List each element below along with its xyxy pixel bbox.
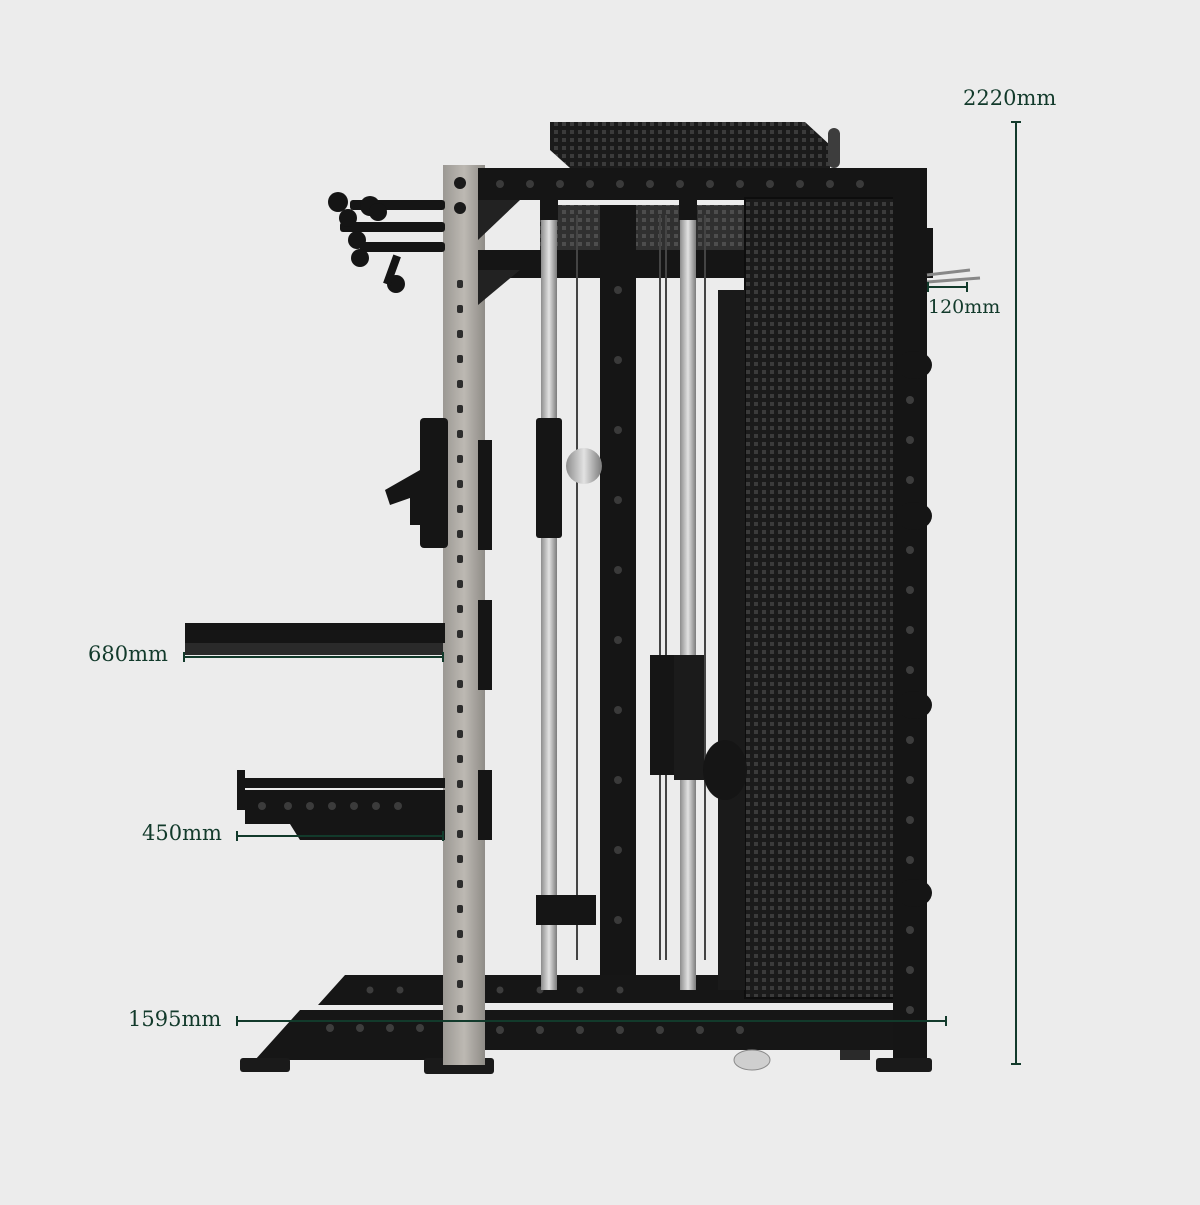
dimension-lines bbox=[183, 121, 1021, 1065]
bar-holder-arms bbox=[328, 192, 445, 293]
spotter-arm-680 bbox=[185, 600, 492, 690]
bench-depth-label: 680mm bbox=[88, 642, 168, 666]
guide-rods bbox=[536, 200, 706, 990]
rear-upright bbox=[893, 168, 981, 1058]
safety-depth-label: 450mm bbox=[142, 821, 222, 845]
weight-stack-shroud bbox=[703, 197, 896, 999]
total-height-label: 2220mm bbox=[963, 86, 1057, 110]
hook-depth-label: 120mm bbox=[928, 296, 1001, 318]
total-width-label: 1595mm bbox=[128, 1007, 222, 1031]
j-hook bbox=[385, 418, 492, 550]
